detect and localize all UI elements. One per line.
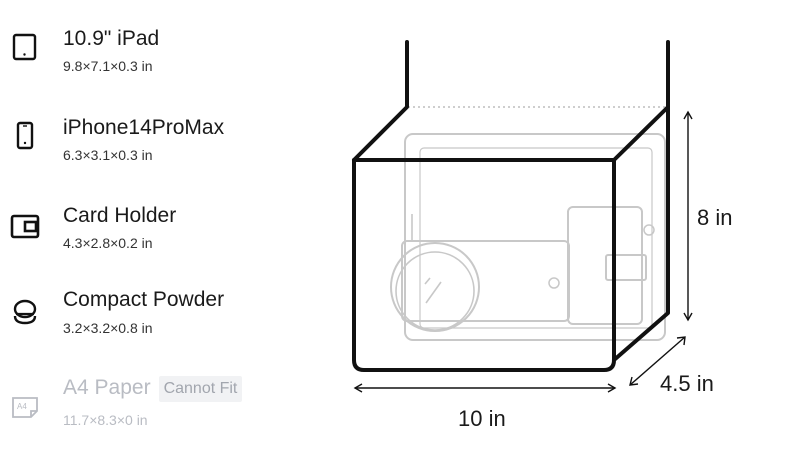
item-name: A4 Paper (63, 376, 151, 399)
bag-size-diagram: 8 in 4.5 in 10 in (340, 0, 800, 455)
a4-paper-icon: A4 (10, 392, 40, 422)
bag-front (352, 158, 616, 372)
item-name: 10.9" iPad (63, 27, 160, 50)
item-dimensions: 3.2×3.2×0.8 in (63, 320, 153, 336)
ghost-ipad-screen (419, 147, 653, 329)
bag-diagram-svg (352, 40, 693, 393)
bag-outline (352, 40, 670, 372)
bag-side (612, 105, 670, 362)
ghost-card-holder (605, 254, 647, 281)
left-handle (352, 40, 409, 162)
depth-arrow (629, 336, 686, 386)
ghost-compact-mark (425, 281, 442, 304)
item-dimensions: 4.3×2.8×0.2 in (63, 235, 153, 251)
compact-icon (10, 296, 40, 326)
cannot-fit-badge: Cannot Fit (158, 376, 243, 402)
item-name-row: A4 Paper Cannot Fit (63, 376, 243, 402)
ghost-phone-dot (548, 277, 560, 289)
item-dimensions: 11.7×8.3×0 in (63, 412, 148, 428)
height-arrow-top (683, 110, 693, 120)
item-name: Compact Powder (63, 288, 225, 311)
depth-arrow-start (629, 376, 639, 386)
ghost-compact-inner (395, 251, 475, 331)
list-item-ipad[interactable]: 10.9" iPad 9.8×7.1×0.3 in (0, 22, 300, 82)
height-arrow-bottom (683, 312, 693, 322)
width-arrow-right (607, 383, 617, 393)
item-name: iPhone14ProMax (63, 116, 225, 139)
a4-icon-text: A4 (17, 402, 27, 411)
list-item-compact-powder[interactable]: Compact Powder 3.2×3.2×0.8 in (0, 283, 300, 343)
list-item-iphone[interactable]: iPhone14ProMax 6.3×3.1×0.3 in (0, 111, 300, 171)
item-dimensions: 9.8×7.1×0.3 in (63, 58, 153, 74)
list-item-card-holder[interactable]: Card Holder 4.3×2.8×0.2 in (0, 199, 300, 259)
item-list: 10.9" iPad 9.8×7.1×0.3 in iPhone14ProMax… (0, 0, 300, 455)
depth-arrow-end (676, 336, 686, 346)
depth-label: 4.5 in (660, 371, 714, 396)
ghost-compact-outer (390, 242, 480, 332)
height-label: 8 in (697, 205, 733, 230)
wallet-icon (10, 211, 40, 241)
item-dimensions: 6.3×3.1×0.3 in (63, 147, 153, 163)
item-name: Card Holder (63, 204, 177, 227)
ghost-phone-flat (401, 240, 570, 322)
ghost-iphone-dot (643, 224, 655, 236)
list-item-a4-paper: A4 A4 Paper Cannot Fit 11.7×8.3×0 in (0, 372, 300, 432)
ghost-items (390, 133, 666, 341)
width-arrow-left (353, 383, 363, 393)
tablet-icon (10, 32, 40, 62)
width-label: 10 in (458, 406, 506, 431)
phone-icon (10, 121, 40, 151)
ghost-compact-mark2 (424, 277, 431, 285)
right-handle (612, 40, 670, 162)
dimension-arrows (353, 110, 693, 393)
ghost-ipad (404, 133, 666, 341)
